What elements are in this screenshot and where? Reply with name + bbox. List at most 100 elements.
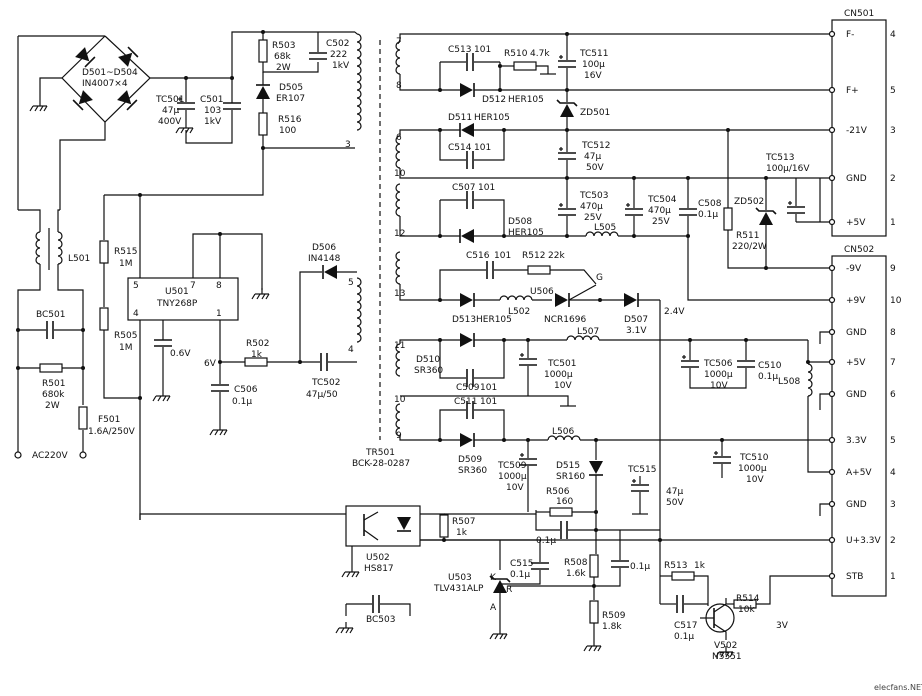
tc509-name: TC509 bbox=[497, 461, 527, 471]
cn501-pin-terminal bbox=[828, 86, 836, 94]
tc515-voltage: 50V bbox=[666, 498, 684, 508]
tc502-name: TC502 bbox=[311, 378, 340, 388]
tc509-value: 1000μ bbox=[498, 472, 527, 482]
v06-label: 0.6V bbox=[170, 349, 191, 359]
cn501-pin-terminal bbox=[828, 30, 836, 38]
c510-name: C510 bbox=[758, 361, 782, 371]
d507-value: 3.1V bbox=[626, 326, 647, 336]
c516-name: C516 bbox=[466, 251, 490, 261]
zd502-label: ZD502 bbox=[734, 197, 764, 207]
c506-name: C506 bbox=[234, 385, 258, 395]
secondary-section: C513 101 R510 4.7k TC511 100μ 16V D512 H… bbox=[399, 32, 832, 604]
l507-label: L507 bbox=[577, 327, 599, 337]
cn502-pin-terminal bbox=[828, 390, 836, 398]
u506-gate: G bbox=[596, 273, 603, 283]
cn501-pin-number: 1 bbox=[890, 218, 896, 228]
tc506-voltage: 10V bbox=[710, 381, 728, 391]
c509-value: 101 bbox=[480, 383, 497, 393]
v502-name: V502 bbox=[714, 641, 737, 651]
u506-part: NCR1696 bbox=[544, 315, 586, 325]
u502-name: U502 bbox=[366, 553, 390, 563]
d511-part: HER105 bbox=[474, 113, 510, 123]
cn502-pin-terminal bbox=[828, 468, 836, 476]
cn502-pin-number: 4 bbox=[890, 468, 896, 478]
cn502-pin-number: 1 bbox=[890, 572, 896, 582]
cn501-pin-number: 4 bbox=[890, 30, 896, 40]
tc515-name: TC515 bbox=[627, 465, 656, 475]
l502-label: L502 bbox=[508, 307, 530, 317]
cn502-pin-number: 2 bbox=[890, 536, 896, 546]
c514-value: 101 bbox=[474, 143, 491, 153]
cn502-pin-number: 3 bbox=[890, 500, 896, 510]
tc506-value: 1000μ bbox=[704, 370, 733, 380]
cn501-pin-label: +5V bbox=[846, 218, 866, 228]
bridge-diode-d501 bbox=[74, 46, 96, 68]
r501-name: R501 bbox=[42, 379, 65, 389]
r515-name: R515 bbox=[114, 247, 137, 257]
sec-pin-7: 7 bbox=[396, 37, 402, 47]
cn501-pin-number: 2 bbox=[890, 174, 896, 184]
cn502-pin-label: GND bbox=[846, 500, 867, 510]
tc509-voltage: 10V bbox=[506, 483, 524, 493]
bc501-label: BC501 bbox=[36, 310, 65, 320]
cn502-pin-label: 3.3V bbox=[846, 436, 867, 446]
d513-name: D513 bbox=[452, 315, 476, 325]
sec-pin-8: 8 bbox=[396, 81, 402, 91]
cn502-pin-terminal bbox=[828, 358, 836, 366]
c510-value: 0.1μ bbox=[758, 372, 778, 382]
bridge-label: D501~D504 bbox=[82, 68, 138, 78]
c507-name: C507 bbox=[452, 183, 475, 193]
cn502-pin-number: 10 bbox=[890, 296, 902, 306]
r515-value: 1M bbox=[119, 259, 133, 269]
c517-value: 0.1μ bbox=[674, 632, 694, 642]
tc510-voltage: 10V bbox=[746, 475, 764, 485]
cn502-pin-label: U+3.3V bbox=[846, 536, 881, 546]
d506-part: IN4148 bbox=[308, 254, 341, 264]
sec-pin-9: 9 bbox=[396, 431, 402, 441]
u501-part: TNY268P bbox=[156, 299, 198, 309]
r509-value: 1.8k bbox=[602, 622, 622, 632]
r509-name: R509 bbox=[602, 611, 626, 621]
u501-pin4: 4 bbox=[133, 309, 139, 319]
cn502-pin-terminal bbox=[828, 500, 836, 508]
f501-rating: 1.6A/250V bbox=[88, 427, 136, 437]
c513-value: 101 bbox=[474, 45, 491, 55]
tc513-value: 100μ/16V bbox=[766, 164, 810, 174]
tc504-value: 470μ bbox=[648, 206, 671, 216]
tc510-name: TC510 bbox=[739, 453, 769, 463]
r507-name: R507 bbox=[452, 517, 475, 527]
r508-name: R508 bbox=[564, 558, 588, 568]
r508-value: 1.6k bbox=[566, 569, 586, 579]
c501-voltage: 1kV bbox=[204, 117, 222, 127]
tc503-voltage: 25V bbox=[584, 213, 602, 223]
r512-value: 22k bbox=[548, 251, 565, 261]
r511-value: 220/2W bbox=[732, 242, 767, 252]
r513-name: R513 bbox=[664, 561, 687, 571]
cn502-pin-terminal bbox=[828, 264, 836, 272]
r505-name: R505 bbox=[114, 331, 137, 341]
u506-name: U506 bbox=[530, 287, 554, 297]
c507-value: 101 bbox=[478, 183, 495, 193]
tc504-voltage: 25V bbox=[652, 217, 670, 227]
v6-label: 6V bbox=[204, 359, 217, 369]
bc503-label: BC503 bbox=[366, 615, 395, 625]
c513-name: C513 bbox=[448, 45, 471, 55]
c514-name: C514 bbox=[448, 143, 472, 153]
cn502-pin-number: 9 bbox=[890, 264, 896, 274]
d511-name: D511 bbox=[448, 113, 472, 123]
c508-value: 0.1μ bbox=[698, 210, 718, 220]
sec-pin-11: 11 bbox=[394, 341, 405, 351]
u501-pin8: 8 bbox=[216, 281, 222, 291]
d508-name: D508 bbox=[508, 217, 532, 227]
cn501-pin-label: F- bbox=[846, 30, 854, 40]
bridge-part: IN4007×4 bbox=[82, 79, 128, 89]
c502-voltage: 1kV bbox=[332, 61, 350, 71]
cn501-name: CN501 bbox=[844, 9, 874, 19]
r501-power: 2W bbox=[45, 401, 60, 411]
tc506-name: TC506 bbox=[703, 359, 733, 369]
tc513-name: TC513 bbox=[765, 153, 794, 163]
r514-name: R514 bbox=[736, 594, 760, 604]
c502-value: 222 bbox=[330, 50, 347, 60]
